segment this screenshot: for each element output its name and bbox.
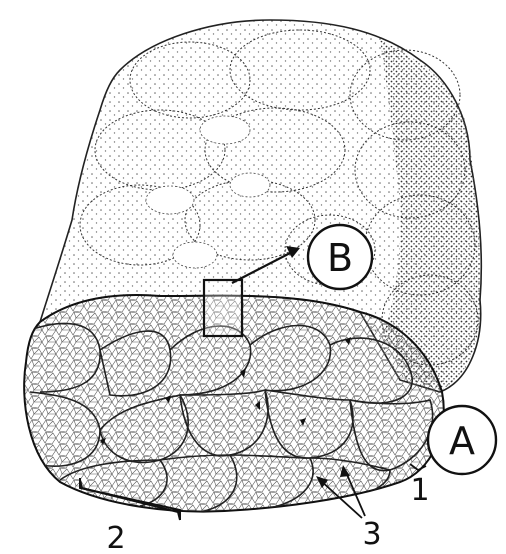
label-b: B xyxy=(327,236,353,280)
label-a-group: A xyxy=(428,406,496,474)
label-a: A xyxy=(449,419,475,463)
inset-box xyxy=(204,280,242,336)
label-3: 3 xyxy=(362,517,381,552)
label-1: 1 xyxy=(410,473,429,508)
label-b-group: B xyxy=(308,225,372,289)
label-2: 2 xyxy=(106,521,125,554)
